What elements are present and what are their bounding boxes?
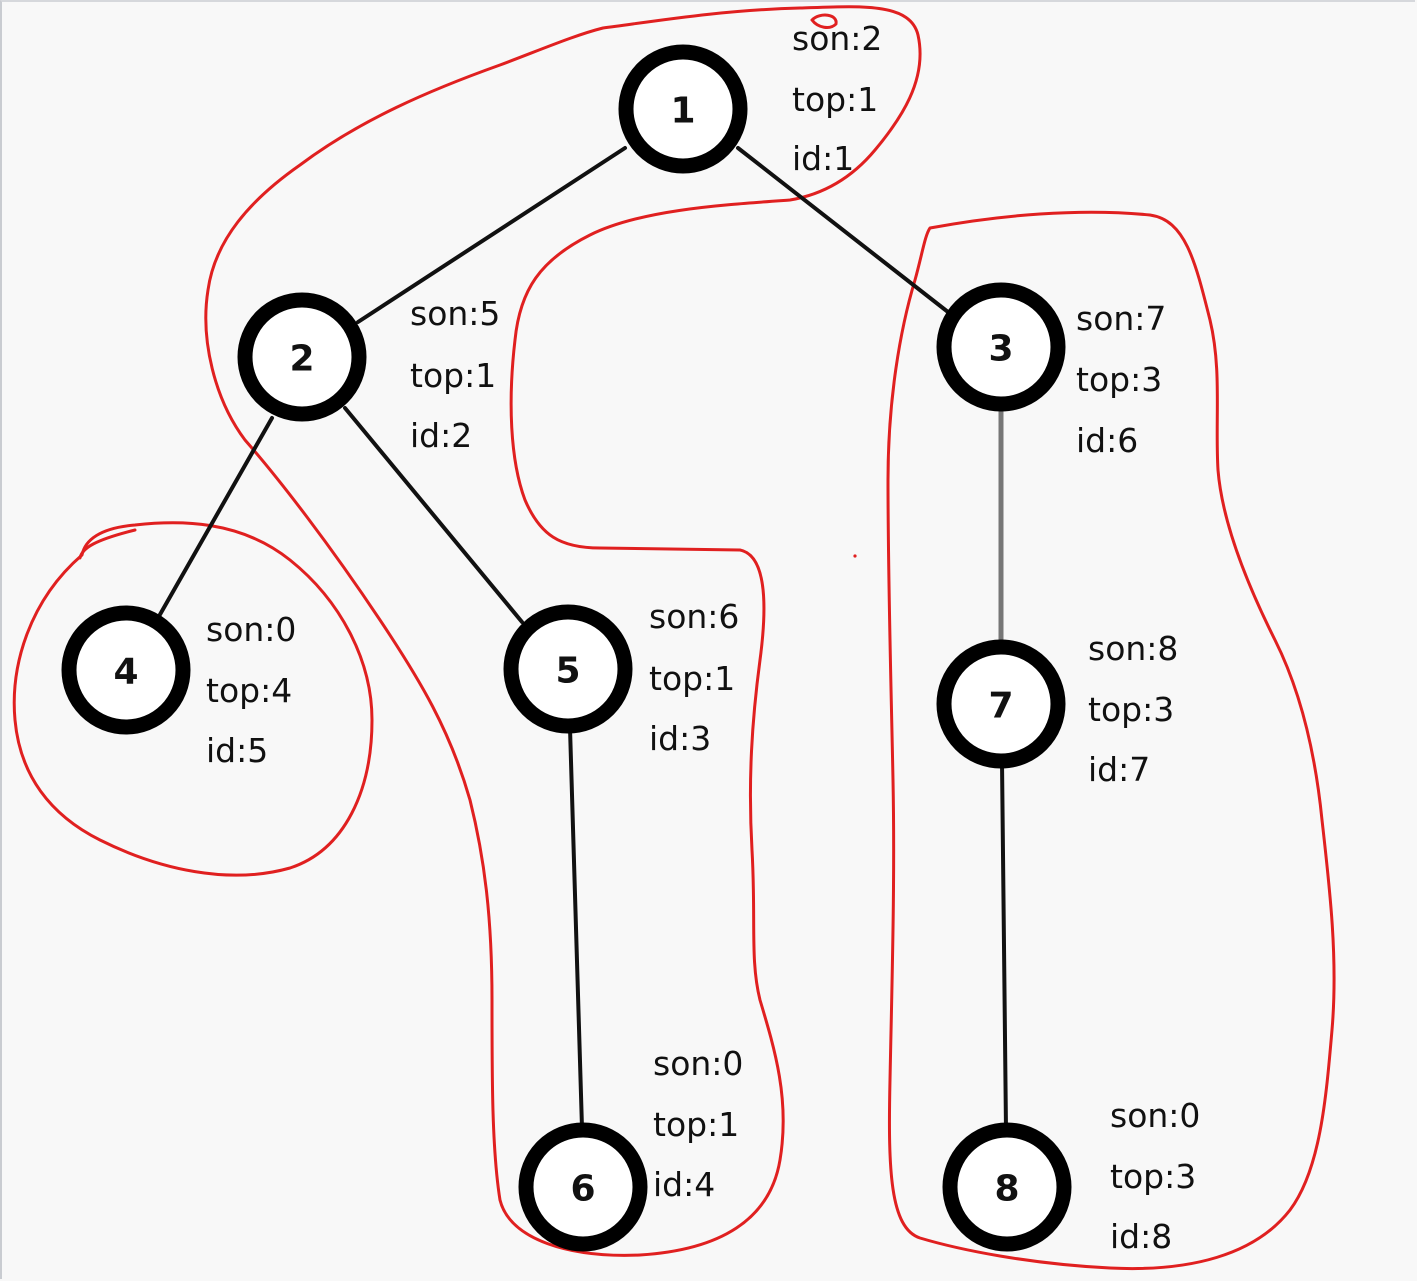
node-7: 7 [936,639,1066,769]
chain-outline-top-1 [204,5,922,1257]
node-3-circle [936,282,1066,412]
node-2-label: 2 [289,339,314,380]
node-5-id: id:3 [649,719,711,758]
node-1-circle [618,44,748,174]
node-8-top: top:3 [1110,1157,1196,1196]
node-5-circle [503,604,633,734]
node-7-info: son:8 top:3 id:7 [1088,629,1178,789]
node-8: 8 [942,1122,1072,1252]
node-8-circle [942,1122,1072,1252]
node-info: son:2 top:1 id:1 son:5 top:1 id:2 son:7 … [206,19,1200,1256]
node-1-info: son:2 top:1 id:1 [792,19,882,178]
node-6-son: son:0 [653,1044,743,1083]
chain-outline-top-4-tail [78,528,137,560]
edge-2-4 [156,416,274,620]
node-4: 4 [61,605,191,735]
node-6-info: son:0 top:1 id:4 [653,1044,743,1204]
node-2-top: top:1 [410,356,496,395]
edge-5-6 [568,726,584,1130]
node-8-son: son:0 [1110,1096,1200,1135]
node-6: 6 [518,1122,648,1252]
node-6-circle [518,1122,648,1252]
node-5-son: son:6 [649,597,739,636]
node-2-circle [237,292,367,422]
edge-1-2 [356,146,627,324]
node-2: 2 [237,292,367,422]
edge-1-3 [736,146,950,314]
node-8-label: 8 [994,1169,1019,1210]
node-8-info: son:0 top:3 id:8 [1110,1096,1200,1256]
node-5-info: son:6 top:1 id:3 [649,597,739,758]
node-3-info: son:7 top:3 id:6 [1076,299,1166,460]
node-4-top: top:4 [206,671,292,710]
node-4-son: son:0 [206,610,296,649]
node-3-son: son:7 [1076,299,1166,338]
node-5: 5 [503,604,633,734]
node-1-label: 1 [670,91,695,132]
node-6-id: id:4 [653,1165,715,1204]
edges [156,146,1008,1132]
node-3-id: id:6 [1076,421,1138,460]
node-4-circle [61,605,191,735]
node-7-label: 7 [988,686,1013,727]
node-2-id: id:2 [410,416,472,455]
node-7-son: son:8 [1088,629,1178,668]
node-6-top: top:1 [653,1105,739,1144]
node-5-label: 5 [555,651,580,692]
nodes: 1 2 3 4 5 6 7 8 [61,44,1072,1252]
node-2-son: son:5 [410,294,500,333]
node-3-top: top:3 [1076,360,1162,399]
edge-7-8 [1000,760,1008,1132]
node-7-circle [936,639,1066,769]
node-6-label: 6 [570,1169,595,1210]
node-4-label: 4 [113,652,138,693]
chain-outline-top-3 [886,210,1336,1271]
chain-outline-top-4 [12,521,374,877]
edge-2-5 [343,406,524,624]
node-8-id: id:8 [1110,1217,1172,1256]
chain-outlines [12,5,1336,1271]
node-7-top: top:3 [1088,690,1174,729]
node-3: 3 [936,282,1066,412]
node-2-info: son:5 top:1 id:2 [410,294,500,455]
node-4-info: son:0 top:4 id:5 [206,610,296,770]
node-1-son: son:2 [792,19,882,58]
node-3-label: 3 [988,329,1013,370]
node-5-top: top:1 [649,659,735,698]
chain-outline-squiggle [810,13,838,29]
node-4-id: id:5 [206,731,268,770]
node-1: 1 [618,44,748,174]
node-1-top: top:1 [792,80,878,119]
stray-mark [853,554,857,558]
node-1-id: id:1 [792,139,854,178]
node-7-id: id:7 [1088,750,1150,789]
